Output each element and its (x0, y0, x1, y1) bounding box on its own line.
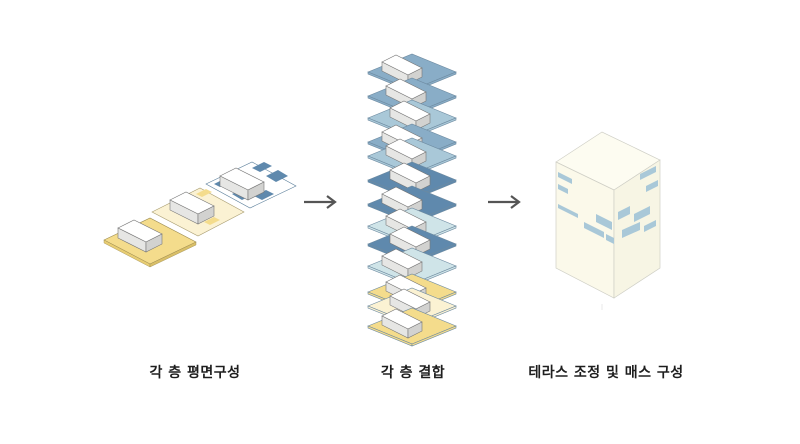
step-1-caption: 각 층 평면구성 (149, 365, 241, 381)
step-2-caption: 각 층 결합 (380, 365, 446, 381)
mass-volume (555, 131, 661, 310)
arrow-right-icon (488, 195, 521, 209)
stacked-floors-tower (367, 53, 457, 347)
step-3-caption: 테라스 조정 및 매스 구성 (528, 365, 684, 381)
floor-plate-light-yellow (151, 187, 245, 237)
arrow-right-icon (304, 195, 337, 209)
floor-plate-yellow (103, 217, 197, 268)
tower-floor-plate (367, 307, 457, 347)
floor-plan-group (103, 161, 297, 268)
tower-floor-plate (367, 161, 457, 201)
floor-plate-blue (205, 161, 297, 209)
